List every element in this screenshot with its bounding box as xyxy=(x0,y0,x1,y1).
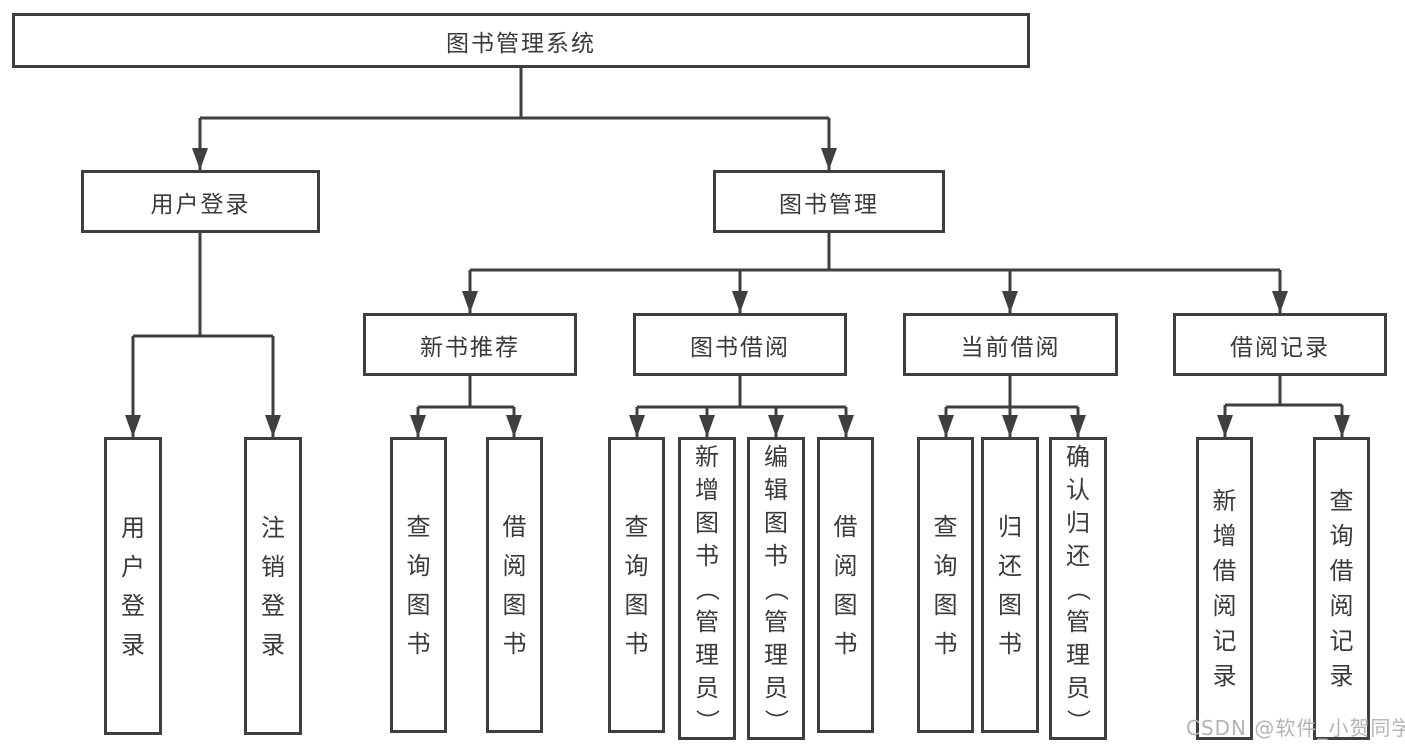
leaf-add-borrow-record: 新增借阅记录 xyxy=(1196,437,1253,740)
node-new-book-recommend: 新书推荐 xyxy=(363,313,577,376)
node-book-management: 图书管理 xyxy=(713,170,945,233)
leaf-query-books-recommend: 查询图书 xyxy=(390,437,447,733)
node-root-book-management-system: 图书管理系统 xyxy=(12,13,1030,68)
csdn-watermark: CSDN @软件_小贺同学 xyxy=(1186,716,1405,740)
node-current-borrow: 当前借阅 xyxy=(903,313,1118,376)
leaf-query-books-current: 查询图书 xyxy=(917,437,974,733)
leaf-query-borrow-record: 查询借阅记录 xyxy=(1313,437,1370,740)
leaf-confirm-return-admin: 确认归还（管理员） xyxy=(1049,437,1107,740)
leaf-user-login: 用户登录 xyxy=(104,437,162,735)
node-borrow-records: 借阅记录 xyxy=(1173,313,1387,376)
leaf-borrow-books: 借阅图书 xyxy=(817,437,874,733)
node-user-login: 用户登录 xyxy=(81,170,320,233)
node-book-borrow: 图书借阅 xyxy=(633,313,847,376)
leaf-edit-books-admin: 编辑图书（管理员） xyxy=(747,437,805,740)
leaf-borrow-books-recommend: 借阅图书 xyxy=(486,437,543,733)
leaf-query-books-borrow: 查询图书 xyxy=(608,437,665,733)
leaf-return-books: 归还图书 xyxy=(981,437,1039,733)
leaf-add-books-admin: 新增图书（管理员） xyxy=(678,437,736,740)
leaf-logout: 注销登录 xyxy=(244,437,302,735)
